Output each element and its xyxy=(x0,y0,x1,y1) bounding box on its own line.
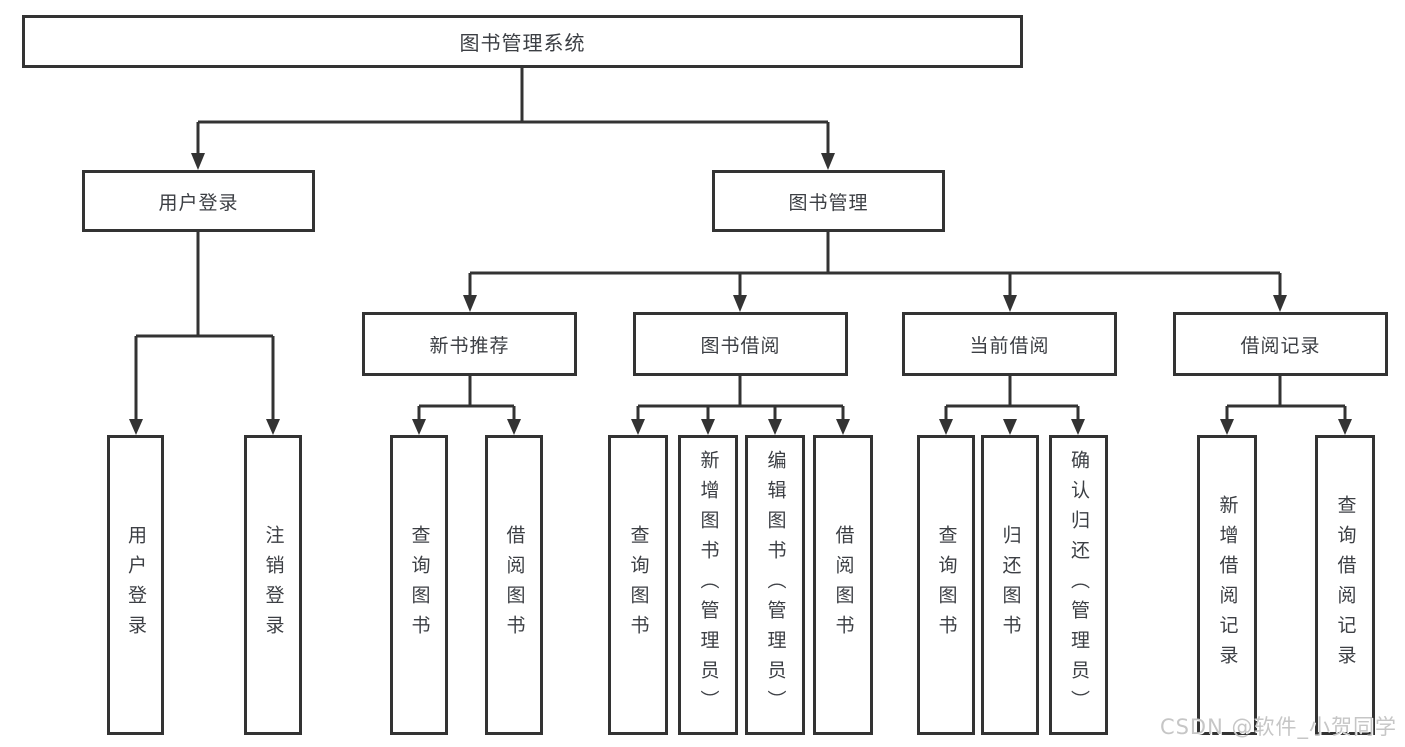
leaf-label: 归还图书 xyxy=(999,525,1022,645)
leaf-label: 借阅图书 xyxy=(832,525,855,645)
leaf-confirm-return-admin: 确认归还（管理员） xyxy=(1049,435,1108,735)
leaf-label: 新增借阅记录 xyxy=(1216,495,1239,675)
leaf-logout: 注销登录 xyxy=(244,435,302,735)
leaf-user-login: 用户登录 xyxy=(107,435,164,735)
csdn-watermark: CSDN @软件_小贺同学 xyxy=(1159,715,1397,739)
leaf-label: 新增图书（管理员） xyxy=(697,450,720,720)
leaf-borrow-books-recommend: 借阅图书 xyxy=(485,435,543,735)
leaf-query-borrow-record: 查询借阅记录 xyxy=(1315,435,1375,735)
node-new-book-recommend: 新书推荐 xyxy=(362,312,577,376)
leaf-query-books-borrow: 查询图书 xyxy=(608,435,668,735)
node-root-system: 图书管理系统 xyxy=(22,15,1023,68)
node-borrow-records: 借阅记录 xyxy=(1173,312,1388,376)
leaf-edit-books-admin: 编辑图书（管理员） xyxy=(745,435,805,735)
leaf-return-books: 归还图书 xyxy=(981,435,1039,735)
leaf-label: 注销登录 xyxy=(262,525,285,645)
leaf-add-borrow-record: 新增借阅记录 xyxy=(1197,435,1257,735)
node-user-login: 用户登录 xyxy=(82,170,315,232)
leaf-label: 查询图书 xyxy=(935,525,958,645)
leaf-add-books-admin: 新增图书（管理员） xyxy=(678,435,738,735)
connector-segments xyxy=(134,68,1347,420)
leaf-label: 借阅图书 xyxy=(503,525,526,645)
leaf-label: 确认归还（管理员） xyxy=(1068,450,1090,720)
node-book-management: 图书管理 xyxy=(712,170,945,232)
leaf-borrow-books: 借阅图书 xyxy=(813,435,873,735)
node-current-borrow: 当前借阅 xyxy=(902,312,1117,376)
leaf-label: 编辑图书（管理员） xyxy=(764,450,787,720)
node-book-borrow: 图书借阅 xyxy=(633,312,848,376)
arrowheads xyxy=(129,153,1352,435)
leaf-label: 用户登录 xyxy=(125,525,147,645)
leaf-query-books-current: 查询图书 xyxy=(917,435,975,735)
leaf-label: 查询图书 xyxy=(408,525,431,645)
leaf-label: 查询图书 xyxy=(627,525,650,645)
leaf-query-books-recommend: 查询图书 xyxy=(390,435,448,735)
leaf-label: 查询借阅记录 xyxy=(1334,495,1357,675)
